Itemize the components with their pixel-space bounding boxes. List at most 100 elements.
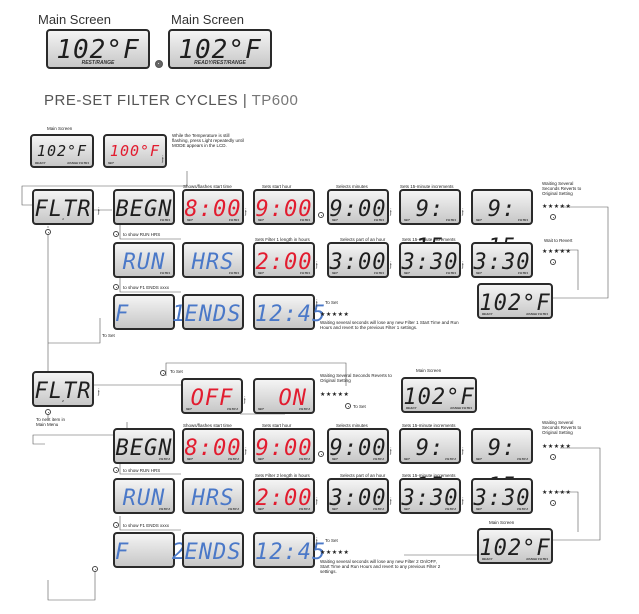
lcd-sub-right: FILTR 2 <box>299 457 310 461</box>
t900-1-lcd: 9:00 SET FILTR1 <box>253 189 315 225</box>
lcd-sub-right: RANGE FILTR1 <box>526 312 548 316</box>
lcd-sub-right: FILTR 2 <box>445 457 456 461</box>
main-screen-small-label: Main Screen <box>47 126 73 131</box>
lcd-sub-right: FILTR 2 <box>445 507 456 511</box>
selects-part-hour-b-label: Selects part of an hour <box>340 473 386 478</box>
lcd-digits: 3:30 <box>401 486 459 511</box>
hook-icon: ɉ <box>98 389 100 396</box>
lcd-sub-left: READY <box>482 312 493 316</box>
button-icon <box>550 214 556 220</box>
to-show-run-label: to show RUN HRS <box>123 232 161 237</box>
t915-2-lcd: 9: 15 SET FILTR 2 <box>399 428 461 499</box>
button-icon <box>45 409 51 415</box>
main-screen-f1-end-lcd: 102°F READY RANGE FILTR1 <box>477 283 553 319</box>
lcd-sub-set: SET <box>108 161 114 165</box>
button-icon <box>345 403 351 409</box>
lcd-sub-left: SET <box>332 218 338 222</box>
lcd-sub-text: REST/RANGE <box>81 60 115 66</box>
lcd-sub-right: FILTR 2 <box>299 407 310 411</box>
lcd-sub-right: FILTR1 <box>518 218 528 222</box>
hook-icon: ɉ <box>245 448 247 455</box>
lcd-sub-left: SET <box>258 507 264 511</box>
waiting-lose-f1-label: Waiting several seconds will lose any ne… <box>320 320 459 330</box>
lcd-sub-right: FILTR1 <box>300 218 310 222</box>
sets-15-c-label: Sets 15-minute increments <box>402 423 456 428</box>
lcd-digits: F 2 <box>115 540 187 565</box>
lcd-sub-right: FILTR 2 <box>517 507 528 511</box>
hook-icon: ɉ <box>316 498 318 505</box>
t330b-1-lcd: 3:30 SET FILTR1 <box>471 242 533 278</box>
t330b-2-lcd: 3:30 SET FILTR 2 <box>471 478 533 514</box>
lcd-sub-left: SET <box>186 407 192 411</box>
to-show-run-b-label: to show RUN HRS <box>123 468 161 473</box>
on-lcd: ON SET FILTR 2 <box>253 378 315 414</box>
arrow-button-icon <box>155 60 163 68</box>
lcd-digits: RUN <box>122 486 166 511</box>
shows-start-b-label: Shows/flashes start time <box>183 423 232 428</box>
f1-lcd: F 1 <box>113 294 185 330</box>
lcd-digits: ENDS <box>184 540 242 565</box>
to-show-f1-ends-b-label: to show F1 ENDS xxxx <box>123 523 170 528</box>
line-f1-start <box>21 171 188 206</box>
begn-2-lcd: BEGN FILTR 2 <box>113 428 175 464</box>
sets-15-b-label: Sets 15-minute increments <box>402 237 456 242</box>
lcd-sub-right: FILTR 2 <box>373 507 384 511</box>
t915b-1-lcd: 9: 15 SET FILTR1 <box>471 189 533 260</box>
lcd-sub-right: FILTR 2 <box>373 457 384 461</box>
lcd-digits: 3:30 <box>401 250 459 275</box>
lcd-digits: ON <box>278 386 307 411</box>
lcd-sub-left: SET <box>404 218 410 222</box>
main-screen-b-label: Main Screen <box>489 520 515 525</box>
lcd-digits: OFF <box>190 386 234 411</box>
t1245-2-lcd: 12:45 <box>253 532 325 568</box>
lcd-sub: FILTR 2 <box>228 507 239 511</box>
lcd-digits: 9:00 <box>255 436 313 461</box>
selects-part-hour-label: Selects part of an hour <box>340 237 386 242</box>
top-lcd-screen-2: 102°F READY/REST/RANGE <box>168 29 272 69</box>
lcd-sub-right: RANGE FILTR1 <box>450 406 472 410</box>
run-2-lcd: RUN FILTR 2 <box>113 478 175 514</box>
lcd-sub-left: SET <box>187 457 193 461</box>
stars-icon: ★★★★★ <box>320 550 350 556</box>
lcd-digits: 102°F <box>479 536 551 561</box>
main-screen-f2-lcd: 102°F READY RANGE FILTR1 <box>401 377 477 413</box>
title-model: TP600 <box>251 92 299 109</box>
lcd-sub-right: FILTR1 <box>518 271 528 275</box>
hook-icon: ɉ <box>462 262 464 269</box>
stars-icon: ★★★★★ <box>542 249 572 255</box>
main-screen-lcd: 102°F READY RANGE FILTR1 <box>30 134 94 168</box>
hook-icon: ɉ <box>390 209 392 216</box>
lcd-sub-left: SET <box>258 218 264 222</box>
lcd-digits: HRS <box>191 250 235 275</box>
button-icon <box>113 467 119 473</box>
lcd-digits: 102°F <box>36 142 88 160</box>
lcd-digits: 9:00 <box>329 436 387 461</box>
button-icon <box>318 451 324 457</box>
button-icon <box>113 284 119 290</box>
lcd-sub-left: SET <box>476 457 482 461</box>
t300-1-lcd: 3:00 SET FILTR1 <box>327 242 389 278</box>
t900-2-lcd: 9:00 SET FILTR 2 <box>253 428 315 464</box>
lcd-digits: F 1 <box>115 302 187 327</box>
lcd-digits: 9:00 <box>255 197 313 222</box>
sets-f2-length-label: Sets Filter 2 length in hours <box>255 473 310 478</box>
stars-icon: ★★★★★ <box>542 204 572 210</box>
hook-icon: ɉ <box>462 209 464 216</box>
hook-icon: ɉ <box>162 156 164 163</box>
title-main: PRE-SET FILTER CYCLES | <box>44 92 252 109</box>
hrs-2-lcd: HRS FILTR 2 <box>182 478 244 514</box>
begn-1-lcd: BEGN FILTR1 <box>113 189 175 225</box>
lcd-digits: RUN <box>122 250 166 275</box>
f2-lcd: F 2 <box>113 532 185 568</box>
lcd-sub-right: RANGE FILTR1 <box>526 557 548 561</box>
hook-icon: ɉ <box>245 209 247 216</box>
fltr-2-lcd: FLTR 2 <box>32 371 94 407</box>
lcd-digits: 102°F <box>479 291 551 316</box>
hook-icon: ɉ <box>316 538 318 545</box>
t900b-2-lcd: 9:00 SET FILTR 2 <box>327 428 389 464</box>
t330-2-lcd: 3:30 SET FILTR 2 <box>399 478 461 514</box>
lcd-sub-right: FILTR1 <box>300 271 310 275</box>
lcd-sub: FILTR 2 <box>159 457 170 461</box>
lcd-digits: 102°F <box>56 35 140 65</box>
ends-1-lcd: ENDS <box>182 294 244 330</box>
